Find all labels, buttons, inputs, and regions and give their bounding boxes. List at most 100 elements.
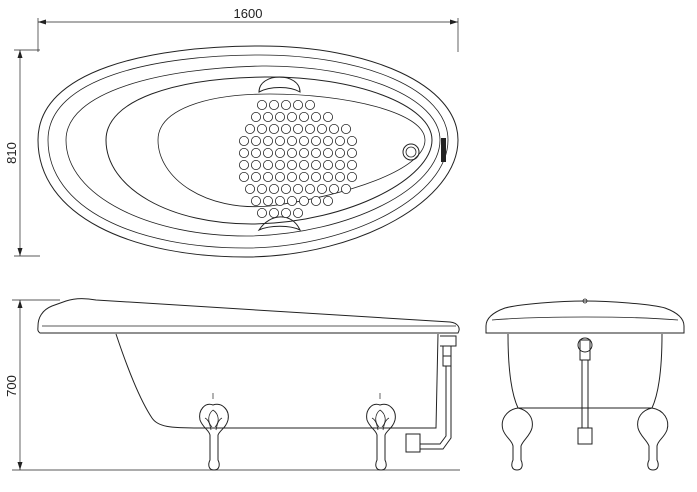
- height-label: 700: [4, 375, 19, 397]
- left-clawfoot: [199, 393, 229, 471]
- anti-slip-dot: [346, 159, 357, 170]
- anti-slip-dot: [298, 112, 309, 123]
- end-rim-line: [491, 316, 679, 321]
- anti-slip-dot: [268, 183, 279, 194]
- tub-basin-floor: [157, 93, 426, 208]
- anti-slip-dot: [238, 159, 249, 170]
- anti-slip-dot: [304, 124, 315, 135]
- right-clawfoot: [366, 393, 396, 471]
- anti-slip-dot: [316, 183, 327, 194]
- anti-slip-dot: [274, 171, 285, 182]
- anti-slip-dot: [262, 159, 273, 170]
- anti-slip-dot: [346, 135, 357, 146]
- anti-slip-dot: [268, 207, 279, 218]
- side-body: [115, 333, 439, 429]
- anti-slip-dot: [340, 124, 351, 135]
- end-drain-pipe: [577, 337, 593, 445]
- anti-slip-dot: [256, 183, 267, 194]
- anti-slip-dot: [334, 135, 345, 146]
- anti-slip-dot: [250, 112, 261, 123]
- anti-slip-dot: [286, 147, 297, 158]
- drain: [402, 143, 420, 161]
- anti-slip-dot: [274, 135, 285, 146]
- tub-rim-inner-line: [47, 54, 449, 249]
- bottom-grip: [257, 216, 302, 232]
- anti-slip-dot: [274, 159, 285, 170]
- anti-slip-dot: [292, 183, 303, 194]
- anti-slip-dot: [298, 171, 309, 182]
- tub-rim-ledge: [65, 65, 441, 237]
- end-body: [507, 333, 663, 409]
- end-left-foot: [501, 407, 533, 471]
- anti-slip-dot: [274, 112, 285, 123]
- width-label: 810: [4, 142, 19, 164]
- overflow: [441, 138, 446, 162]
- top-view: 1600 810: [4, 6, 459, 258]
- anti-slip-dot: [250, 159, 261, 170]
- anti-slip-dot: [310, 171, 321, 182]
- anti-slip-dot: [298, 195, 309, 206]
- anti-slip-dot: [298, 147, 309, 158]
- anti-slip-dot: [304, 100, 315, 111]
- anti-slip-dot: [262, 112, 273, 123]
- anti-slip-dot: [310, 159, 321, 170]
- anti-slip-pattern: [238, 100, 357, 218]
- anti-slip-dot: [268, 100, 279, 111]
- height-dimension: 700: [4, 299, 460, 471]
- anti-slip-dot: [250, 135, 261, 146]
- anti-slip-dot: [250, 147, 261, 158]
- anti-slip-dot: [346, 147, 357, 158]
- width-dimension: 810: [4, 49, 40, 257]
- anti-slip-dot: [322, 159, 333, 170]
- anti-slip-dot: [286, 171, 297, 182]
- anti-slip-dot: [268, 124, 279, 135]
- anti-slip-dot: [286, 135, 297, 146]
- anti-slip-dot: [334, 159, 345, 170]
- anti-slip-dot: [280, 100, 291, 111]
- anti-slip-dot: [256, 100, 267, 111]
- side-drain-pipe: [405, 335, 457, 453]
- anti-slip-dot: [286, 112, 297, 123]
- anti-slip-dot: [250, 195, 261, 206]
- anti-slip-dot: [340, 183, 351, 194]
- tub-outer-rim: [37, 45, 459, 258]
- anti-slip-dot: [304, 183, 315, 194]
- anti-slip-dot: [256, 124, 267, 135]
- anti-slip-dot: [262, 171, 273, 182]
- anti-slip-dot: [262, 195, 273, 206]
- anti-slip-dot: [292, 124, 303, 135]
- anti-slip-dot: [286, 159, 297, 170]
- anti-slip-dot: [280, 207, 291, 218]
- anti-slip-dot: [274, 195, 285, 206]
- anti-slip-dot: [298, 159, 309, 170]
- tub-basin-wall: [105, 76, 433, 225]
- anti-slip-dot: [280, 124, 291, 135]
- anti-slip-dot: [298, 135, 309, 146]
- anti-slip-dot: [310, 135, 321, 146]
- anti-slip-dot: [280, 183, 291, 194]
- anti-slip-dot: [238, 135, 249, 146]
- anti-slip-dot: [238, 147, 249, 158]
- anti-slip-dot: [262, 147, 273, 158]
- anti-slip-dot: [292, 207, 303, 218]
- anti-slip-dot: [250, 171, 261, 182]
- anti-slip-dot: [334, 147, 345, 158]
- anti-slip-dot: [274, 147, 285, 158]
- anti-slip-dot: [328, 183, 339, 194]
- anti-slip-dot: [262, 135, 273, 146]
- anti-slip-dot: [256, 207, 267, 218]
- side-rim: [37, 298, 460, 334]
- anti-slip-dot: [322, 171, 333, 182]
- anti-slip-dot: [322, 195, 333, 206]
- anti-slip-dot: [328, 124, 339, 135]
- anti-slip-dot: [334, 171, 345, 182]
- anti-slip-dot: [310, 147, 321, 158]
- top-grip: [258, 76, 301, 93]
- side-view: 700: [4, 298, 460, 471]
- end-rim: [485, 300, 685, 334]
- anti-slip-dot: [238, 171, 249, 182]
- anti-slip-dot: [346, 171, 357, 182]
- anti-slip-dot: [292, 100, 303, 111]
- end-view: [485, 298, 685, 471]
